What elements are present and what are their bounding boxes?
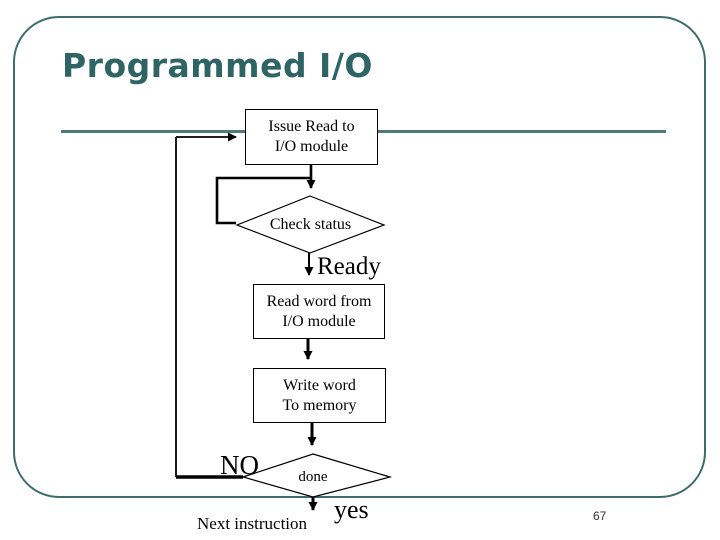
slide-border — [13, 16, 706, 498]
branch-label-yes: yes — [334, 495, 369, 524]
flow-box-read-word: Read word from I/O module — [253, 284, 385, 339]
page-number: 67 — [593, 509, 607, 523]
branch-label-next-instruction: Next instruction — [197, 514, 308, 533]
decision-label-check-status: Check status — [269, 216, 352, 233]
accent-line-right — [378, 130, 666, 133]
flow-box-write-word: Write word To memory — [253, 368, 386, 423]
accent-line-left — [61, 130, 245, 133]
branch-label-no: NO — [220, 450, 259, 480]
connector-busy-loop — [215, 176, 310, 225]
branch-label-ready: Ready — [317, 253, 381, 280]
flow-box-issue-read: Issue Read to I/O module — [245, 109, 378, 165]
decision-label-done: done — [298, 469, 328, 485]
slide-title: Programmed I/O — [62, 46, 373, 85]
